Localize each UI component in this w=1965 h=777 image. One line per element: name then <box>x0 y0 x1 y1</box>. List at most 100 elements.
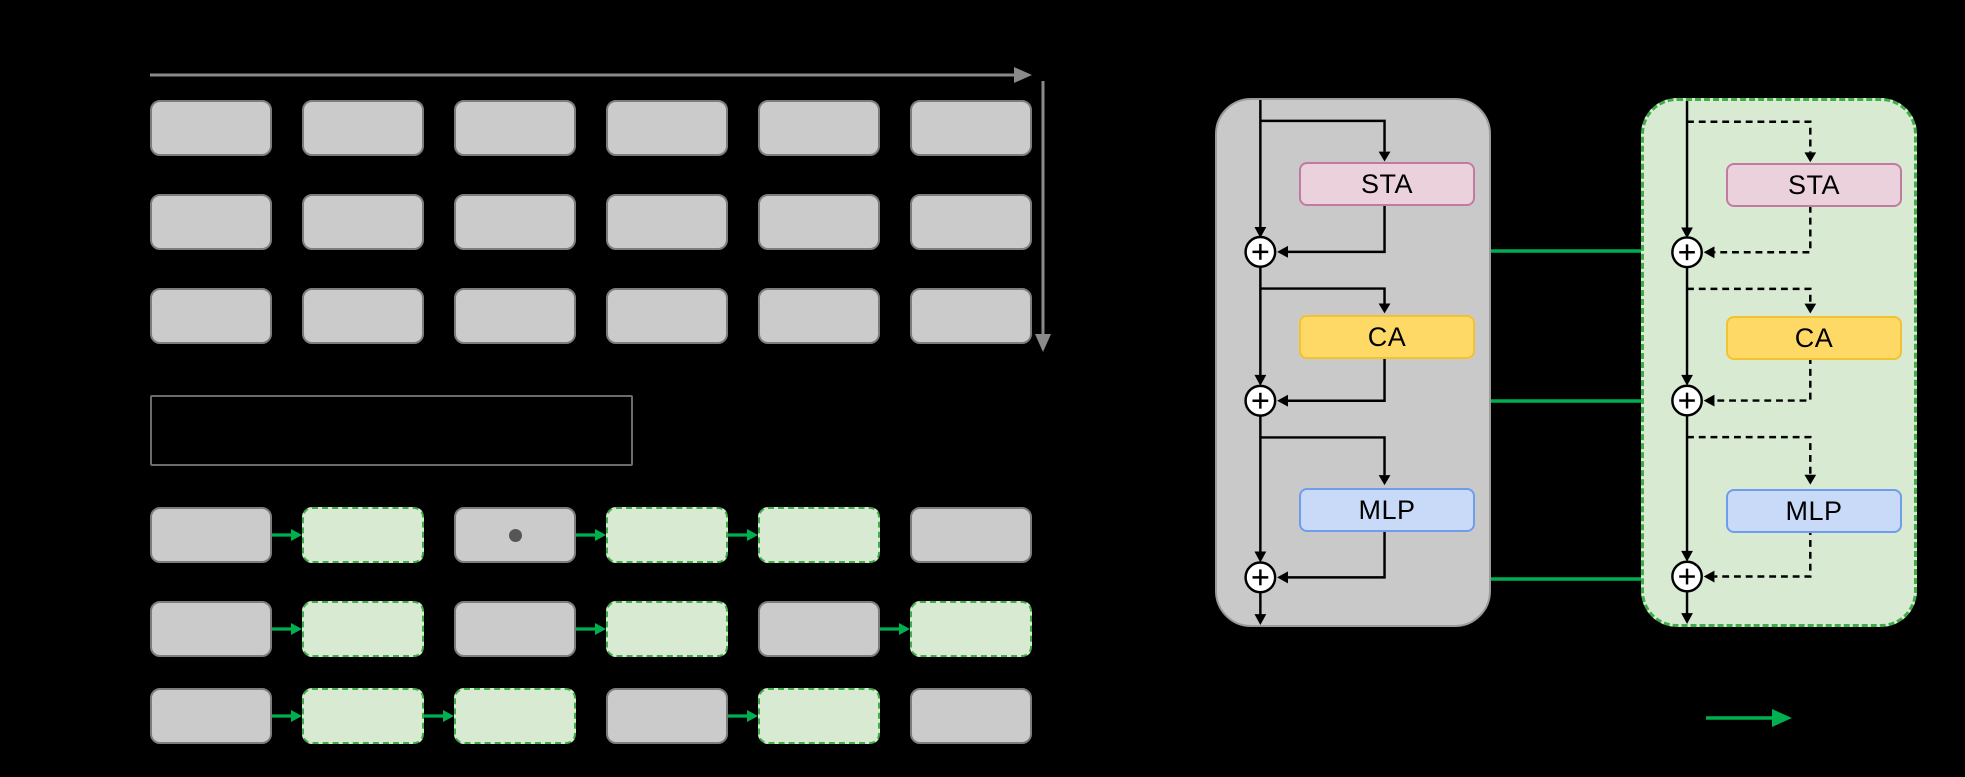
green-step-arrow <box>728 507 758 563</box>
grid-gap <box>576 288 606 344</box>
token-box-gray <box>910 688 1032 744</box>
sta-label: STA <box>1787 169 1840 200</box>
transformer-block-left: STA CA MLP <box>1215 98 1491 627</box>
wiring-lines <box>1681 101 1817 624</box>
token-box-gray <box>758 601 880 657</box>
token-box-gray <box>454 288 576 344</box>
grid-gap <box>728 194 758 250</box>
residual-add-nodes <box>1244 235 1277 594</box>
token-box-gray <box>910 507 1032 563</box>
grid-gap <box>424 194 454 250</box>
block-wiring-dashed <box>1671 101 1817 624</box>
grid-gap <box>576 194 606 250</box>
token-box-green-dashed <box>758 507 880 563</box>
token-box-gray <box>454 100 576 156</box>
mlp-box: MLP <box>1299 488 1475 532</box>
token-row <box>150 194 1032 250</box>
ca-label: CA <box>1367 321 1407 352</box>
token-box-green-dashed <box>606 507 728 563</box>
sta-box: STA <box>1726 163 1902 207</box>
token-box-gray <box>606 194 728 250</box>
transformer-block-right: STA CA MLP <box>1641 98 1917 627</box>
token-row <box>150 288 1032 344</box>
token-box-gray <box>150 100 272 156</box>
grid-gap <box>880 688 910 744</box>
green-step-arrow <box>728 688 758 744</box>
token-row <box>150 100 1032 156</box>
vertical-axis-arrow <box>1035 81 1051 352</box>
sta-label: STA <box>1360 168 1413 199</box>
token-box-gray <box>606 100 728 156</box>
bottom-token-grid <box>150 507 1032 744</box>
green-step-arrow <box>880 601 910 657</box>
token-box-gray <box>910 194 1032 250</box>
grid-gap <box>728 601 758 657</box>
sta-box: STA <box>1299 162 1475 206</box>
grid-gap <box>424 601 454 657</box>
token-box-green-dashed <box>302 601 424 657</box>
token-box-gray <box>606 688 728 744</box>
token-box-green-dashed <box>454 688 576 744</box>
mlp-label: MLP <box>1358 494 1416 525</box>
green-step-arrow <box>272 507 302 563</box>
add-node <box>1671 236 1703 269</box>
grid-gap <box>728 100 758 156</box>
token-box-green-dashed <box>302 507 424 563</box>
top-token-grid <box>150 100 1032 344</box>
grid-gap <box>424 100 454 156</box>
green-step-arrow <box>272 601 302 657</box>
token-box-gray <box>758 194 880 250</box>
grid-gap <box>880 288 910 344</box>
token-box-green-dashed <box>910 601 1032 657</box>
token-box-gray <box>302 194 424 250</box>
horizontal-axis-arrow <box>150 67 1032 83</box>
token-box-gray <box>910 288 1032 344</box>
token-box-gray <box>150 601 272 657</box>
token-row <box>150 507 1032 563</box>
token-box-gray <box>606 288 728 344</box>
green-step-arrow <box>272 688 302 744</box>
token-box-gray <box>454 194 576 250</box>
grid-gap <box>424 507 454 563</box>
token-row <box>150 688 1032 744</box>
grid-gap <box>272 194 302 250</box>
token-box-gray-dot <box>454 507 576 563</box>
block-wiring-solid <box>1244 100 1391 625</box>
token-box-gray <box>150 688 272 744</box>
token-box-gray <box>454 601 576 657</box>
grid-gap <box>880 100 910 156</box>
token-box-gray <box>910 100 1032 156</box>
green-step-arrow <box>424 688 454 744</box>
token-box-gray <box>150 507 272 563</box>
token-box-green-dashed <box>758 688 880 744</box>
grid-gap <box>576 688 606 744</box>
green-step-arrow <box>576 507 606 563</box>
token-box-gray <box>758 100 880 156</box>
grid-gap <box>272 100 302 156</box>
token-box-gray <box>758 288 880 344</box>
token-box-gray <box>302 100 424 156</box>
grid-gap <box>880 194 910 250</box>
add-node <box>1244 384 1277 417</box>
ca-box: CA <box>1726 316 1902 360</box>
token-box-gray <box>302 288 424 344</box>
residual-add-nodes <box>1671 236 1703 593</box>
add-node <box>1671 560 1703 593</box>
token-box-gray <box>150 288 272 344</box>
token-row <box>150 601 1032 657</box>
add-node <box>1244 561 1277 594</box>
green-step-arrow <box>576 601 606 657</box>
grid-gap <box>424 288 454 344</box>
grid-gap <box>272 288 302 344</box>
mlp-label: MLP <box>1785 495 1843 526</box>
mlp-box: MLP <box>1726 489 1902 533</box>
add-node <box>1671 384 1703 417</box>
dot-marker <box>508 528 522 542</box>
ca-label: CA <box>1794 322 1834 353</box>
wiring-lines <box>1254 100 1391 625</box>
grid-gap <box>728 288 758 344</box>
ca-box: CA <box>1299 315 1475 359</box>
grid-gap <box>880 507 910 563</box>
legend-green-arrow <box>1706 709 1792 727</box>
